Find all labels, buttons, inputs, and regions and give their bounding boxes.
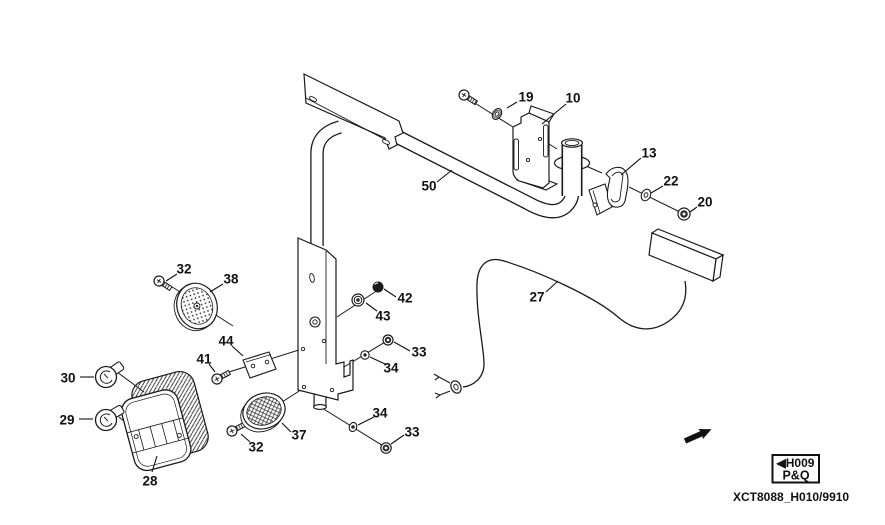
callout-leader-43: [365, 302, 378, 312]
washer-19: [491, 108, 503, 120]
bulb-29: [94, 404, 125, 432]
washer-43: [351, 293, 365, 307]
callout-label-43: 43: [375, 309, 391, 324]
stamp-line2: P&Q: [782, 469, 809, 483]
direction-arrow-icon: [683, 429, 712, 444]
screw-19: [458, 89, 479, 106]
plate-slot-hole: [308, 96, 318, 102]
callout-label-38: 38: [223, 272, 239, 287]
callout-leader-28: [151, 455, 158, 473]
lamp-front-face: [120, 389, 192, 472]
callout-leader-37: [281, 422, 292, 433]
cable-connector: [433, 373, 462, 399]
callout-leader-13: [620, 157, 642, 176]
stamp-line1: ◀H009: [776, 456, 815, 470]
washer-22: [640, 188, 652, 202]
callout-label-20: 20: [697, 195, 712, 210]
cable-27: [462, 259, 687, 388]
channel-bracket: [297, 237, 354, 401]
assembly-axis-lines: [116, 99, 687, 450]
reflector-38: [173, 282, 218, 332]
bracket-10: [512, 105, 559, 191]
washer-34-upper: [360, 350, 370, 360]
bulb-30: [94, 361, 125, 389]
callout-leader-44: [231, 345, 244, 357]
callout-leader-32: [240, 433, 251, 443]
callout-leader-50: [436, 169, 453, 183]
screw-41: [211, 369, 232, 385]
callout-label-22: 22: [663, 174, 678, 189]
callout-leader-34: [369, 356, 386, 365]
axis-clamp-b: [585, 165, 603, 174]
callout-label-50: 50: [421, 179, 436, 194]
nut-33-upper: [382, 334, 394, 346]
callout-leader-20: [689, 206, 698, 213]
callout-label-41: 41: [196, 352, 212, 367]
axis-clamp-c: [628, 186, 687, 216]
main-tube-50: [388, 127, 591, 219]
callout-label-33: 33: [404, 425, 420, 440]
callout-leader-10: [541, 103, 567, 125]
left-support-tube: [310, 120, 343, 246]
plate-44: [242, 351, 277, 379]
bracket-slot-hole: [309, 273, 315, 283]
callout-label-19: 19: [518, 90, 533, 105]
callout-label-42: 42: [397, 291, 412, 306]
callout-leader-33: [390, 434, 405, 445]
lamp-bar: [648, 228, 725, 283]
callout-label-10: 10: [565, 91, 580, 106]
nut-20: [677, 207, 691, 221]
callout-leader-32: [165, 273, 178, 282]
plate-slot-hole: [381, 139, 391, 145]
axis-screw19: [469, 99, 514, 128]
reflector-37: [240, 392, 286, 433]
callout-leader-34: [357, 416, 375, 426]
callout-leader-22: [650, 185, 664, 194]
callout-leader-27: [545, 280, 559, 293]
nut-42: [372, 281, 384, 293]
callout-label-30: 30: [60, 371, 75, 386]
callout-label-29: 29: [59, 413, 74, 428]
top-mounting-plate: [303, 72, 404, 150]
footer-drawing-code: XCT8088_H010/9910: [733, 490, 849, 504]
clamp-13: [588, 166, 629, 216]
screw-32-upper: [153, 275, 173, 292]
callout-leader-42: [383, 288, 397, 298]
stamp-box: ◀H009 P&Q: [771, 454, 820, 484]
callout-leader-41: [208, 363, 216, 373]
callout-leader-19: [506, 101, 518, 109]
callout-label-37: 37: [291, 428, 306, 443]
callout-label-28: 28: [142, 474, 158, 489]
callout-label-32: 32: [176, 262, 191, 277]
callout-leader-33: [393, 341, 411, 352]
lamp-28: [120, 370, 209, 472]
nut-33-lower: [380, 442, 392, 454]
callout-label-34: 34: [372, 406, 388, 421]
callout-label-32: 32: [248, 440, 263, 455]
washer-34-lower: [348, 421, 358, 433]
callout-label-33: 33: [411, 345, 427, 360]
callout-label-27: 27: [529, 290, 544, 305]
callout-label-13: 13: [641, 146, 657, 161]
callout-label-34: 34: [383, 361, 399, 376]
callouts-layer: 19 10 13 22 20 50 27 32 38 42 43 44 41 33 34 30 29 34 33 32…: [59, 90, 712, 489]
callout-leader-38: [209, 283, 224, 293]
callout-label-44: 44: [218, 334, 234, 349]
